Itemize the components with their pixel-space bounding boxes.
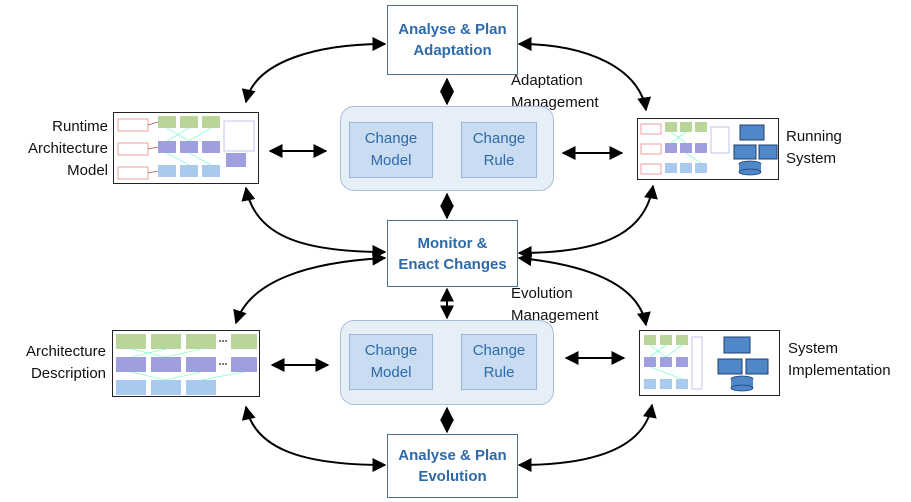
monitor-enact-line1: Monitor & [417,234,488,252]
architecture-description-mini-diagram [116,334,257,395]
monitor-enact-changes-box: Monitor & Enact Changes [387,220,518,287]
running-system-line1: Running [786,128,842,145]
curve-arrow-mid-upper-left [241,186,387,259]
lower-change-model-line1: Change [364,342,418,359]
curve-arrow-top-left [241,37,387,104]
upper-change-rule-line1: Change [472,130,526,147]
system-implementation-line2: Implementation [788,362,891,379]
running-system-mini-diagram [640,122,778,176]
curve-arrow-bottom-right [517,403,657,472]
lower-change-rule-line1: Change [472,342,526,359]
lower-change-rule: Change Rule [461,334,537,390]
architecture-description-label: Architecture Description [0,341,106,385]
running-system-thumbnail [637,118,779,180]
analyse-plan-adaptation-line2: Adaptation [413,42,492,59]
lower-change-rule-line2: Rule [483,364,515,381]
analyse-plan-evolution-line1: Analyse & Plan [398,447,507,464]
running-system-label: Running System [786,126,896,170]
monitor-enact-line2: Enact Changes [398,255,507,273]
analyse-plan-evolution-box: Analyse & Plan Evolution [387,434,518,498]
curve-arrow-mid-lower-right [517,252,651,327]
curve-arrow-mid-upper-right [517,184,658,260]
runtime-architecture-model-line3: Model [67,162,108,179]
analyse-plan-adaptation-line1: Analyse & Plan [398,21,507,38]
system-implementation-label: System Implementation [788,338,910,382]
runtime-architecture-model-line2: Architecture [27,140,108,157]
architecture-description-line1: Architecture [25,343,106,360]
runtime-model-mini-diagram [117,116,255,180]
upper-change-rule: Change Rule [461,122,537,178]
curve-arrow-bottom-left [241,405,387,472]
analyse-plan-evolution-line2: Evolution [418,468,487,485]
evolution-management-label: Evolution Management [511,283,641,327]
system-implementation-line1: System [788,340,839,357]
runtime-architecture-model-thumbnail [113,112,259,184]
running-system-line2: System [786,150,837,167]
upper-change-model-line2: Model [370,152,412,169]
runtime-architecture-model-line1: Runtime [52,118,108,135]
architecture-description-line2: Description [30,365,106,382]
upper-change-model: Change Model [349,122,433,178]
upper-change-rule-line2: Rule [483,152,515,169]
curve-arrow-top-right [517,37,652,112]
lower-change-model: Change Model [349,334,433,390]
evolution-management-line2: Management [511,307,599,324]
lower-change-model-line2: Model [370,364,412,381]
system-implementation-thumbnail [639,330,780,396]
evolution-management-line1: Evolution [511,285,573,302]
analyse-plan-adaptation-box: Analyse & Plan Adaptation [387,5,518,75]
runtime-architecture-model-label: Runtime Architecture Model [0,116,108,182]
system-implementation-mini-diagram [644,335,769,392]
curve-arrow-mid-lower-left [233,251,387,325]
architecture-description-thumbnail [112,330,260,397]
adaptation-management-line1: Adaptation [511,72,583,89]
upper-change-model-line1: Change [364,130,418,147]
